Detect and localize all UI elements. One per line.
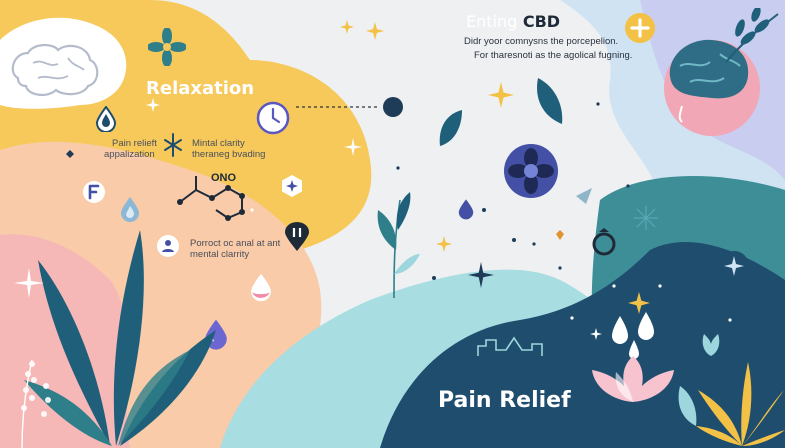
teal-flower-icon	[148, 28, 186, 66]
pain-relief-label-2: appalization	[104, 149, 155, 160]
drop-icon	[96, 106, 116, 132]
drop-icon	[458, 199, 474, 220]
palm-star-icon	[696, 362, 785, 446]
info-line-2: mental clarrity	[190, 249, 250, 260]
leaf-sprig-icon	[725, 8, 779, 63]
star-icon	[436, 236, 452, 252]
sparkle-icon	[590, 328, 602, 340]
skyline-icon	[477, 336, 543, 356]
bolt-icon	[164, 133, 182, 157]
drop-icon	[251, 273, 271, 302]
star-icon	[628, 292, 650, 314]
leaf-icon	[537, 78, 563, 124]
sparkle-icon	[14, 268, 44, 298]
palm-leaves-icon	[24, 230, 216, 446]
arrow-icon	[576, 188, 592, 204]
dandelion-icon	[634, 206, 658, 230]
clock-icon	[256, 101, 290, 135]
sparkle-icon	[146, 98, 160, 112]
tulip-icon	[702, 334, 720, 356]
star-icon	[488, 82, 514, 108]
header-line-2: For tharesnoti as the agolical fugning.	[474, 50, 633, 61]
shield-icon	[83, 181, 105, 203]
plus-badge-icon	[625, 13, 655, 43]
person-icon	[157, 235, 179, 257]
star-icon	[468, 262, 494, 288]
plant-icon	[377, 192, 420, 299]
flower-circle-icon	[719, 251, 749, 281]
header-line-1: Didr yoor comnysns the porcepelion.	[464, 36, 619, 47]
header-title: Enting CBD	[466, 12, 560, 31]
flower-badge-icon	[504, 144, 558, 198]
pain-relief-title: Pain Relief	[438, 388, 571, 413]
molecule-icon	[177, 176, 245, 221]
drop-icon	[121, 197, 139, 222]
mental-clarity-label-1: Mintal clarity	[192, 138, 245, 149]
brain-icon	[11, 44, 99, 96]
connector-line	[296, 97, 403, 117]
ring-icon	[592, 228, 616, 256]
leaf-icon	[439, 110, 462, 146]
hex-flower-icon	[282, 175, 302, 197]
molecule-label: ONO	[211, 172, 237, 184]
flower-small-icon	[344, 138, 362, 156]
pin-icon	[285, 222, 309, 251]
star-icon	[366, 22, 384, 40]
lotus-icon	[592, 312, 674, 402]
pain-relief-label-1: Pain relieft	[112, 138, 157, 149]
relaxation-title: Relaxation	[146, 78, 255, 99]
white-blob	[0, 17, 127, 109]
header-title-part1: Enting	[466, 12, 518, 31]
lavender-icon	[21, 359, 51, 448]
star-icon	[340, 20, 354, 34]
header-title-part2: CBD	[522, 12, 561, 31]
brain-globe-icon	[664, 39, 760, 136]
mental-clarity-label-2: theraneg bvading	[192, 149, 266, 160]
leaf-icon	[678, 386, 697, 426]
info-line-1: Porroct oc anal at ant	[190, 238, 281, 249]
